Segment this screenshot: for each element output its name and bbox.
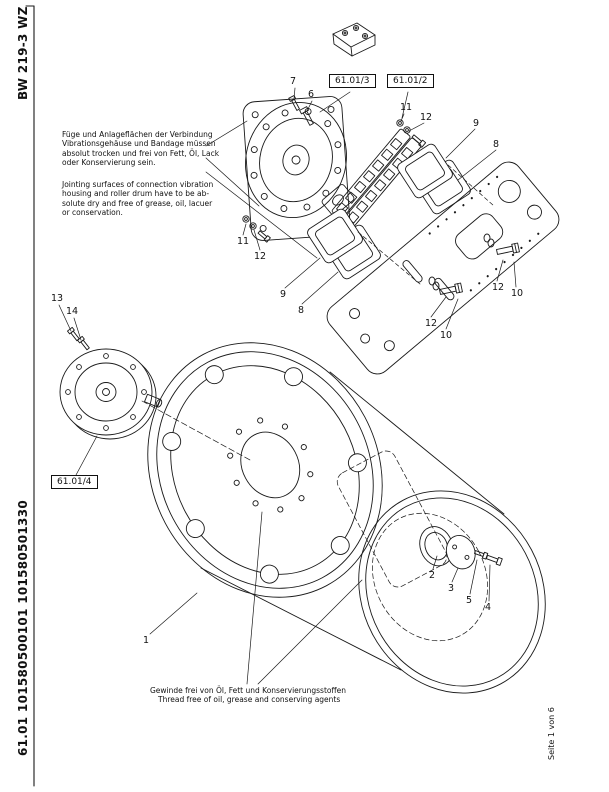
catalog-code-vertical: 61.01 101580500101 101580501330 (16, 499, 30, 756)
drum-side-plate (326, 161, 560, 375)
note-line: absolut trocken und frei von Fett, Öl, L… (62, 148, 220, 158)
note-leader-lines (205, 120, 318, 259)
buffer-pads-lower (307, 208, 381, 280)
thread-note-leaders (246, 511, 363, 685)
page-indicator-vertical: Seite 1 von 6 (547, 707, 556, 760)
callout-3: 3 (448, 583, 455, 594)
fasteners-11-12-top (396, 119, 427, 148)
exciter-assembly (59, 348, 163, 440)
callout-11-top: 11 (400, 102, 413, 113)
callout-12-top: 12 (420, 112, 433, 123)
callout-9-left: 9 (280, 289, 287, 300)
note-line: Thread free of oil, grease and conservin… (158, 695, 341, 705)
callout-7: 7 (290, 76, 297, 87)
callout-leaders (58, 87, 517, 635)
ref-box-61-01-4: 61.01/4 (51, 475, 98, 489)
axis-dash-line (141, 400, 251, 461)
assembly-dash-lines (357, 164, 495, 285)
note-german: Füge und Anlageflächen der Verbindung Vi… (62, 130, 219, 168)
margin-rule (25, 5, 35, 787)
note-line: or conservation. (62, 208, 123, 218)
callout-5: 5 (466, 595, 473, 606)
model-code-vertical: BW 219-3 WZ (16, 6, 30, 100)
callout-13: 13 (51, 293, 64, 304)
note-thread: Gewinde frei von Öl, Fett und Konservier… (150, 686, 346, 705)
callout-11-left: 11 (237, 236, 250, 247)
note-line: oder Konservierung sein. (62, 158, 156, 168)
screw-14-shape (77, 335, 90, 351)
note-line: Vibrationsgehäuse und Bandage müssen (62, 139, 216, 149)
cover-assembly (419, 526, 476, 570)
note-line: Gewinde frei von Öl, Fett und Konservier… (150, 686, 347, 695)
callout-2: 2 (429, 570, 436, 581)
buffer-pads-upper (397, 143, 471, 215)
callout-9-top: 9 (473, 118, 480, 129)
note-english: Jointing surfaces of connection vibratio… (62, 180, 213, 218)
callout-1: 1 (143, 635, 150, 646)
roller-drum (147, 342, 546, 694)
note-line: housing and roller drum have to be ab- (62, 189, 210, 199)
callout-14: 14 (66, 306, 79, 317)
callout-6: 6 (308, 89, 315, 100)
washer-5-shape (474, 550, 489, 560)
callout-4: 4 (485, 602, 492, 613)
callout-8-top: 8 (493, 139, 500, 150)
screw-4-shape (485, 554, 503, 566)
gearbox-block (332, 22, 376, 57)
washers-lower-bolt (428, 276, 440, 291)
note-line: Jointing surfaces of connection vibratio… (62, 180, 214, 189)
screw-6-shape (299, 106, 314, 126)
note-line: Füge und Anlageflächen der Verbindung (62, 130, 213, 139)
screw-7-shape (288, 95, 300, 111)
callout-10-right-upper: 10 (511, 288, 524, 299)
note-line: solute dry and free of grease, oil, lacu… (62, 198, 213, 208)
callout-12-left: 12 (254, 251, 267, 262)
washers-upper-bolt (483, 233, 495, 248)
callout-12-right-lower: 12 (425, 318, 438, 329)
callout-8-left: 8 (298, 305, 305, 316)
fasteners-11-12-left (242, 215, 271, 243)
bolt-10-upper (496, 242, 520, 255)
callout-10-right-lower: 10 (440, 330, 453, 341)
callout-12-right-upper: 12 (492, 282, 505, 293)
bolt-10-lower (439, 282, 463, 295)
ref-box-61-01-3: 61.01/3 (329, 74, 376, 88)
ref-box-61-01-2: 61.01/2 (387, 74, 434, 88)
